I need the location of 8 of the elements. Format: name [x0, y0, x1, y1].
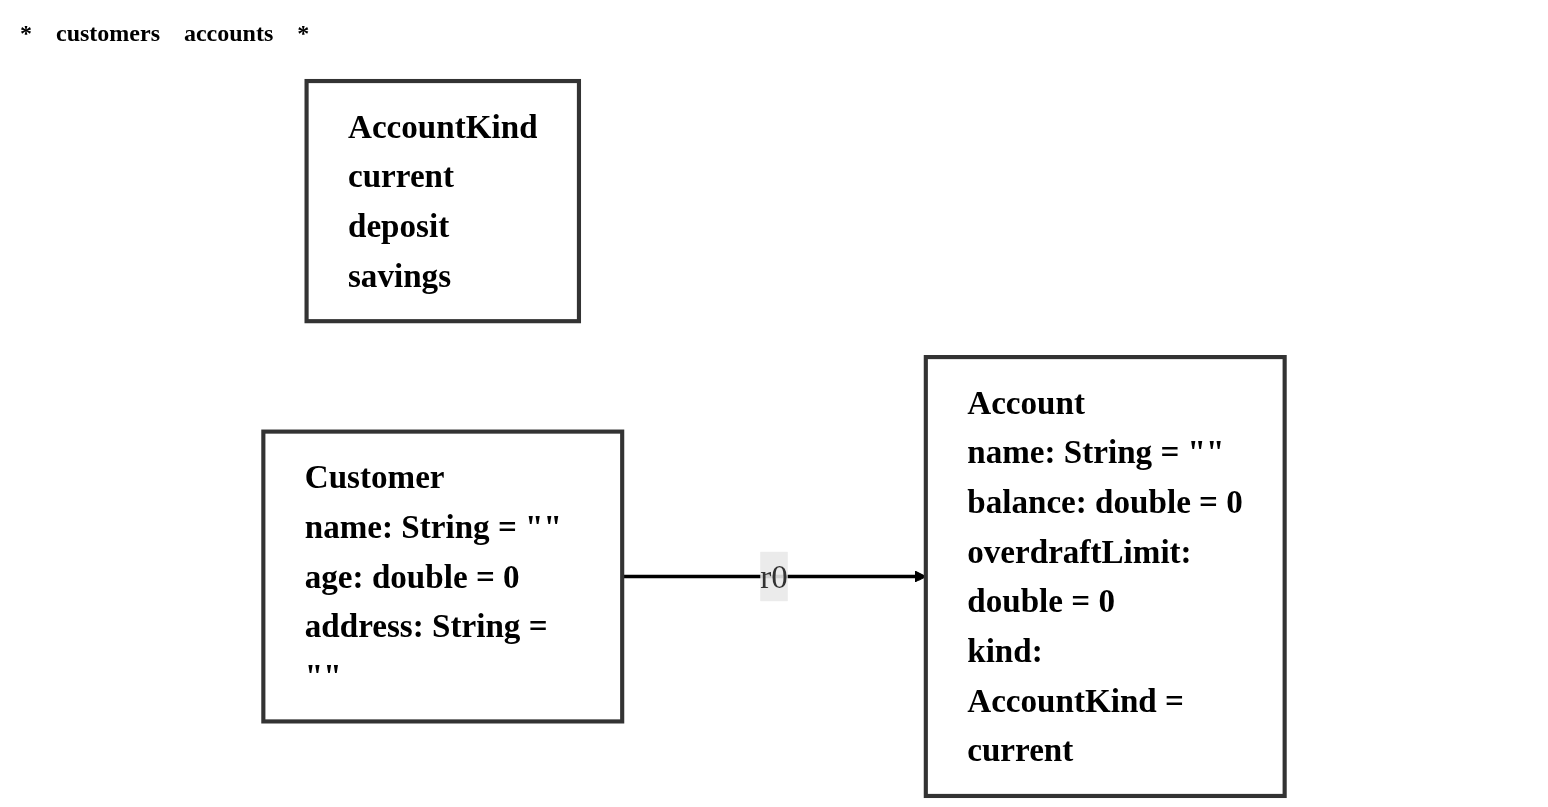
node-box: AccountKind current deposit savings: [304, 78, 582, 324]
edge-label: r0: [760, 558, 788, 595]
role-label: *: [297, 20, 310, 47]
node-box: Account name: String = "" balance: double = 0 overdraftLimit: double = 0 kind: AccountKind = current: [923, 355, 1287, 799]
role-label: accounts: [183, 20, 274, 47]
node-box: Customer name: String = "" age: double = 0 address: String = "": [261, 429, 625, 724]
role-label: customers: [56, 20, 160, 47]
role-label: *: [20, 20, 32, 47]
